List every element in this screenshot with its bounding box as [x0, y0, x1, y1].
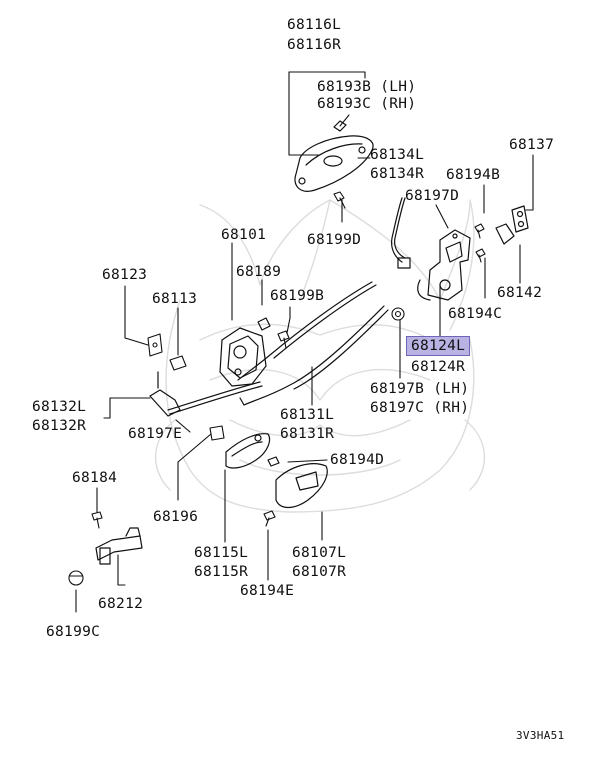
cushion-68113-part — [169, 355, 187, 371]
part-label[interactable]: 68194B — [446, 167, 501, 183]
part-label[interactable]: 68131L — [280, 407, 335, 423]
part-label[interactable]: 68123 — [102, 267, 148, 283]
inside-handle-part — [225, 433, 271, 469]
outside-handle-part — [294, 120, 374, 192]
part-label[interactable]: 68101 — [221, 227, 267, 243]
part-label[interactable]: 68199B — [270, 288, 325, 304]
rod-68134-part — [391, 197, 411, 269]
part-label[interactable]: 68137 — [509, 137, 555, 153]
part-label[interactable]: 68184 — [72, 470, 118, 486]
leader-lines — [75, 71, 534, 613]
bolt-68184-part — [91, 511, 103, 529]
part-label[interactable]: 68115L — [194, 545, 249, 561]
part-label[interactable]: 68197E — [128, 426, 183, 442]
bolt-68199C-part — [68, 570, 84, 586]
part-label[interactable]: 68189 — [236, 264, 282, 280]
screw-68199D-part — [333, 191, 346, 209]
rod-68131-part — [237, 281, 389, 406]
highlighted-part-label[interactable]: 68124L — [406, 336, 471, 356]
part-label[interactable]: 68197C (RH) — [370, 400, 470, 416]
part-label[interactable]: 68116L — [287, 17, 342, 33]
part-label[interactable]: 68212 — [98, 596, 144, 612]
part-label[interactable]: 68197B (LH) — [370, 381, 470, 397]
part-label[interactable]: 68193B (LH) — [317, 79, 417, 95]
part-label[interactable]: 68194C — [448, 306, 503, 322]
door-latch-part — [417, 229, 471, 301]
diagram-code: 3V3HA51 — [516, 729, 565, 742]
rod-68132-part — [149, 371, 263, 417]
part-label[interactable]: 68193C (RH) — [317, 96, 417, 112]
part-label[interactable]: 68134R — [370, 166, 425, 182]
part-label[interactable]: 68124R — [411, 359, 466, 375]
striker-part — [495, 205, 529, 245]
part-label[interactable]: 68107L — [292, 545, 347, 561]
part-label[interactable]: 68194D — [330, 452, 385, 468]
screw-68199B-part — [277, 330, 290, 349]
part-label[interactable]: 68115R — [194, 564, 249, 580]
part-label[interactable]: 68132L — [32, 399, 87, 415]
part-label[interactable]: 68107R — [292, 564, 347, 580]
part-label[interactable]: 68132R — [32, 418, 87, 434]
bolt-68194C-part — [475, 248, 486, 263]
escutcheon-part — [267, 456, 328, 509]
part-label[interactable]: 68199D — [307, 232, 362, 248]
bolt-68194B-part — [474, 223, 485, 239]
clip-68197B-part — [391, 307, 405, 321]
screw-68194E-part — [263, 510, 276, 527]
part-label[interactable]: 68196 — [153, 509, 199, 525]
part-label[interactable]: 68199C — [46, 624, 101, 640]
part-label[interactable]: 68194E — [240, 583, 295, 599]
clip-68196-part — [209, 425, 225, 441]
part-label[interactable]: 68197D — [405, 188, 460, 204]
part-label[interactable]: 68113 — [152, 291, 198, 307]
part-label[interactable]: 68142 — [497, 285, 543, 301]
clip-68123-part — [147, 333, 163, 357]
part-label[interactable]: 68131R — [280, 426, 335, 442]
lock-actuator-part — [219, 317, 271, 387]
part-label[interactable]: 68134L — [370, 147, 425, 163]
door-check-part — [95, 527, 143, 565]
part-label[interactable]: 68116R — [287, 37, 342, 53]
